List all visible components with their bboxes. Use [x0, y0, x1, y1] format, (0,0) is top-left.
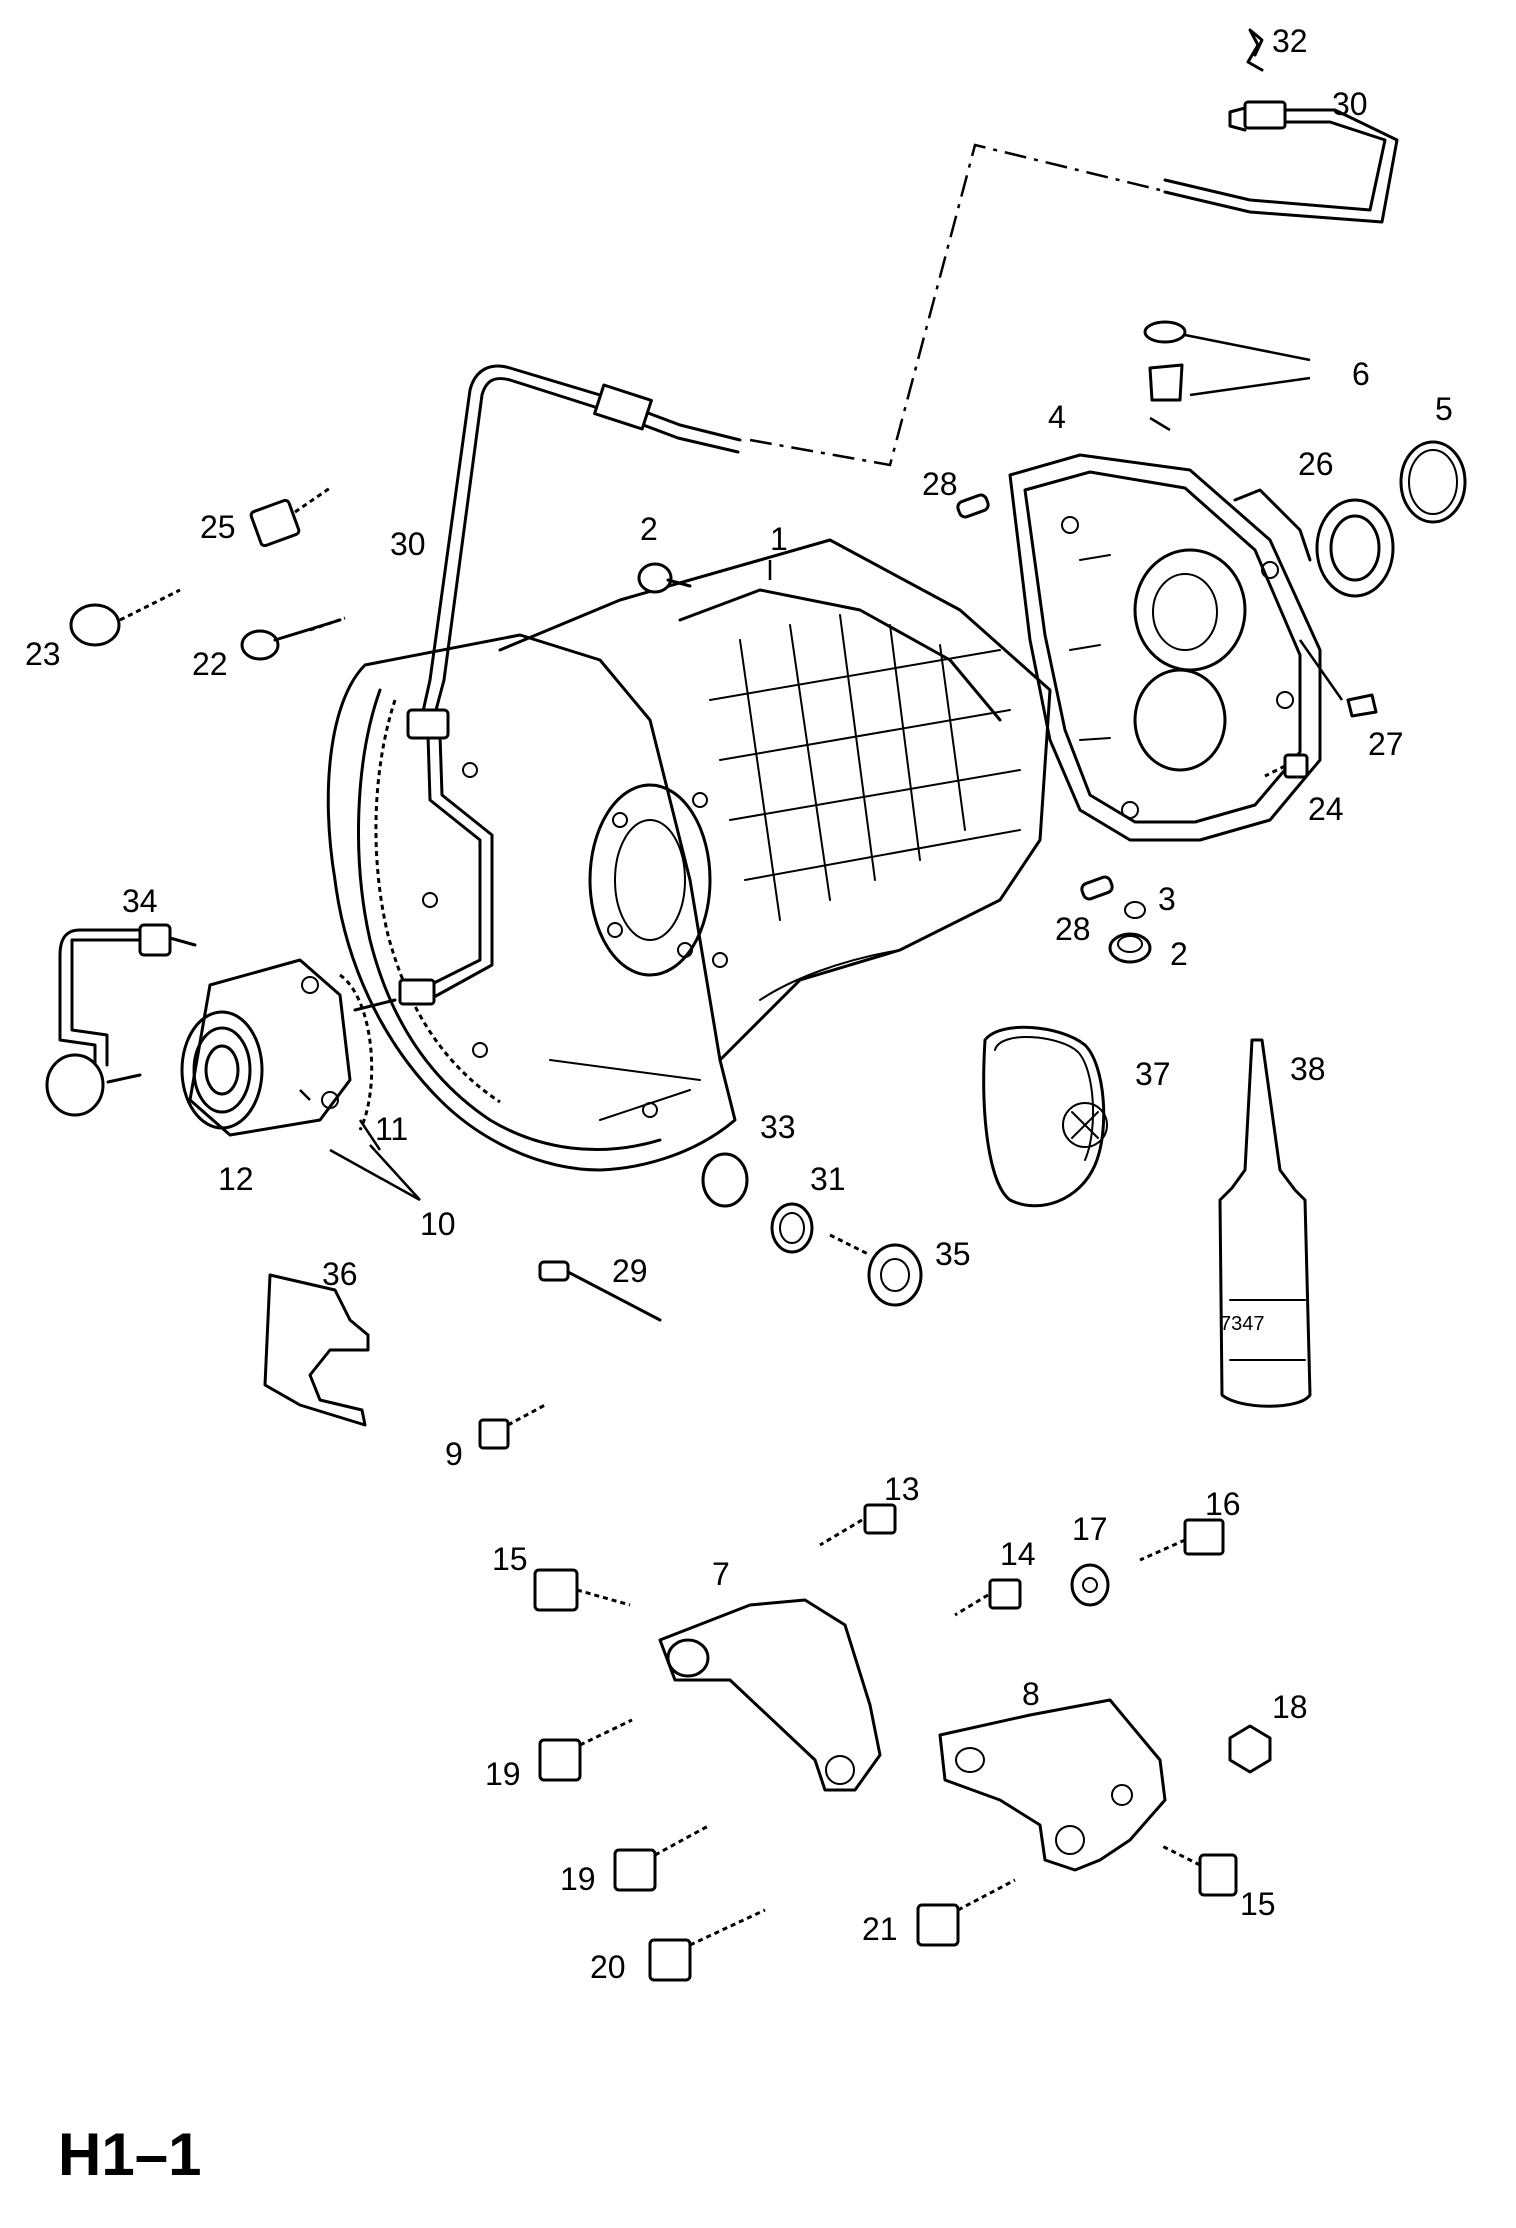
mounting-bracket-part-8 [938, 1698, 1167, 1872]
callout-5: 5 [1435, 391, 1453, 427]
clip-part-36 [263, 1273, 370, 1427]
bolt-part-20 [648, 1908, 766, 1982]
callout-1: 1 [770, 521, 788, 557]
pin-part-29 [538, 1260, 662, 1322]
bolt-part-13 [819, 1503, 897, 1547]
callout-30: 30 [1332, 86, 1368, 122]
callout-6: 6 [1352, 356, 1370, 392]
callout-33: 33 [760, 1109, 796, 1145]
callout-19-lower: 19 [560, 1861, 596, 1897]
callout-10: 10 [420, 1206, 456, 1242]
plug-part-2-lower [1108, 932, 1152, 964]
callout-17: 17 [1072, 1511, 1108, 1547]
rear-housing-cover [1008, 453, 1322, 842]
callout-15-lower: 15 [1240, 1886, 1276, 1922]
callout-22: 22 [192, 646, 228, 682]
bolt-part-9 [478, 1403, 546, 1450]
callout-2-lower: 2 [1170, 936, 1188, 972]
callout-15: 15 [492, 1541, 528, 1577]
bolt-part-23 [69, 588, 181, 647]
dowel-part-28-upper [956, 493, 990, 519]
callout-31: 31 [810, 1161, 846, 1197]
callout-2: 2 [640, 511, 658, 547]
slave-cylinder [180, 958, 397, 1137]
callout-13: 13 [884, 1471, 920, 1507]
callout-8: 8 [1022, 1676, 1040, 1712]
callout-14: 14 [1000, 1536, 1036, 1572]
plug-part-6 [1143, 320, 1187, 402]
pipe-part-30-top [1163, 100, 1399, 224]
bolt-part-24 [1264, 753, 1309, 779]
callout-37: 37 [1135, 1056, 1171, 1092]
callout-28-lower: 28 [1055, 911, 1091, 947]
dowel-part-28-lower [1080, 875, 1114, 901]
seal-part-26 [1315, 498, 1395, 598]
callout-20: 20 [590, 1949, 626, 1985]
connection-dashed-line [749, 143, 1161, 467]
bolt-part-22 [240, 616, 346, 661]
page-reference: H1–1 [58, 2121, 201, 2188]
callout-11: 11 [375, 1111, 408, 1147]
callout-9: 9 [445, 1436, 463, 1472]
switch-part-35 [829, 1233, 923, 1307]
callout-29: 29 [612, 1253, 648, 1289]
cover-part-37 [982, 1025, 1108, 1208]
leader-lines [299, 333, 1344, 1202]
callout-27: 27 [1368, 726, 1404, 762]
bolt-part-15-upper [533, 1568, 631, 1612]
nut-part-17 [1070, 1563, 1110, 1607]
callout-21: 21 [862, 1911, 898, 1947]
transmission-housing [326, 538, 1052, 1172]
nut-part-18 [1228, 1724, 1272, 1774]
callout-26: 26 [1298, 446, 1334, 482]
callout-24: 24 [1308, 791, 1344, 827]
washer-part-3 [1124, 901, 1146, 919]
plug-part-27 [1346, 693, 1378, 718]
bolt-part-19-lower [613, 1823, 711, 1892]
mounting-bracket-part-7 [658, 1598, 882, 1792]
bolt-part-16 [1139, 1518, 1225, 1562]
callout-7: 7 [712, 1556, 730, 1592]
bottle-label-text: 7347 [1220, 1313, 1265, 1335]
ring-part-33 [701, 1152, 749, 1208]
callout-35: 35 [935, 1236, 971, 1272]
callout-4: 4 [1048, 399, 1066, 435]
callout-labels: 1 2 2 3 4 5 6 7 8 9 10 11 12 13 14 15 15… [25, 23, 1453, 1985]
plug-part-2-upper [637, 562, 692, 594]
callout-25: 25 [200, 509, 236, 545]
sensor-part-34 [45, 923, 197, 1117]
bolt-part-15-lower [1159, 1843, 1238, 1897]
callout-23: 23 [25, 636, 61, 672]
callout-28: 28 [922, 466, 958, 502]
sealant-bottle-part-38: 7347 [1218, 1038, 1312, 1408]
clip-part-32 [1246, 28, 1264, 72]
callout-38: 38 [1290, 1051, 1326, 1087]
callout-32: 32 [1272, 23, 1308, 59]
callout-30-lower: 30 [390, 526, 426, 562]
callout-16: 16 [1205, 1486, 1241, 1522]
callout-12: 12 [218, 1161, 254, 1197]
bolt-part-19-upper [538, 1718, 633, 1782]
callout-19: 19 [485, 1756, 521, 1792]
callout-18: 18 [1272, 1689, 1308, 1725]
callout-36: 36 [322, 1256, 358, 1292]
callout-3: 3 [1158, 881, 1176, 917]
clutch-hydraulic-pipe [398, 364, 742, 1006]
washer-part-31 [770, 1202, 814, 1254]
bolt-part-14 [954, 1578, 1022, 1617]
bolt-part-25 [249, 486, 331, 548]
callout-34: 34 [122, 883, 158, 919]
seal-part-5 [1399, 440, 1467, 524]
bolt-part-21 [916, 1878, 1016, 1947]
